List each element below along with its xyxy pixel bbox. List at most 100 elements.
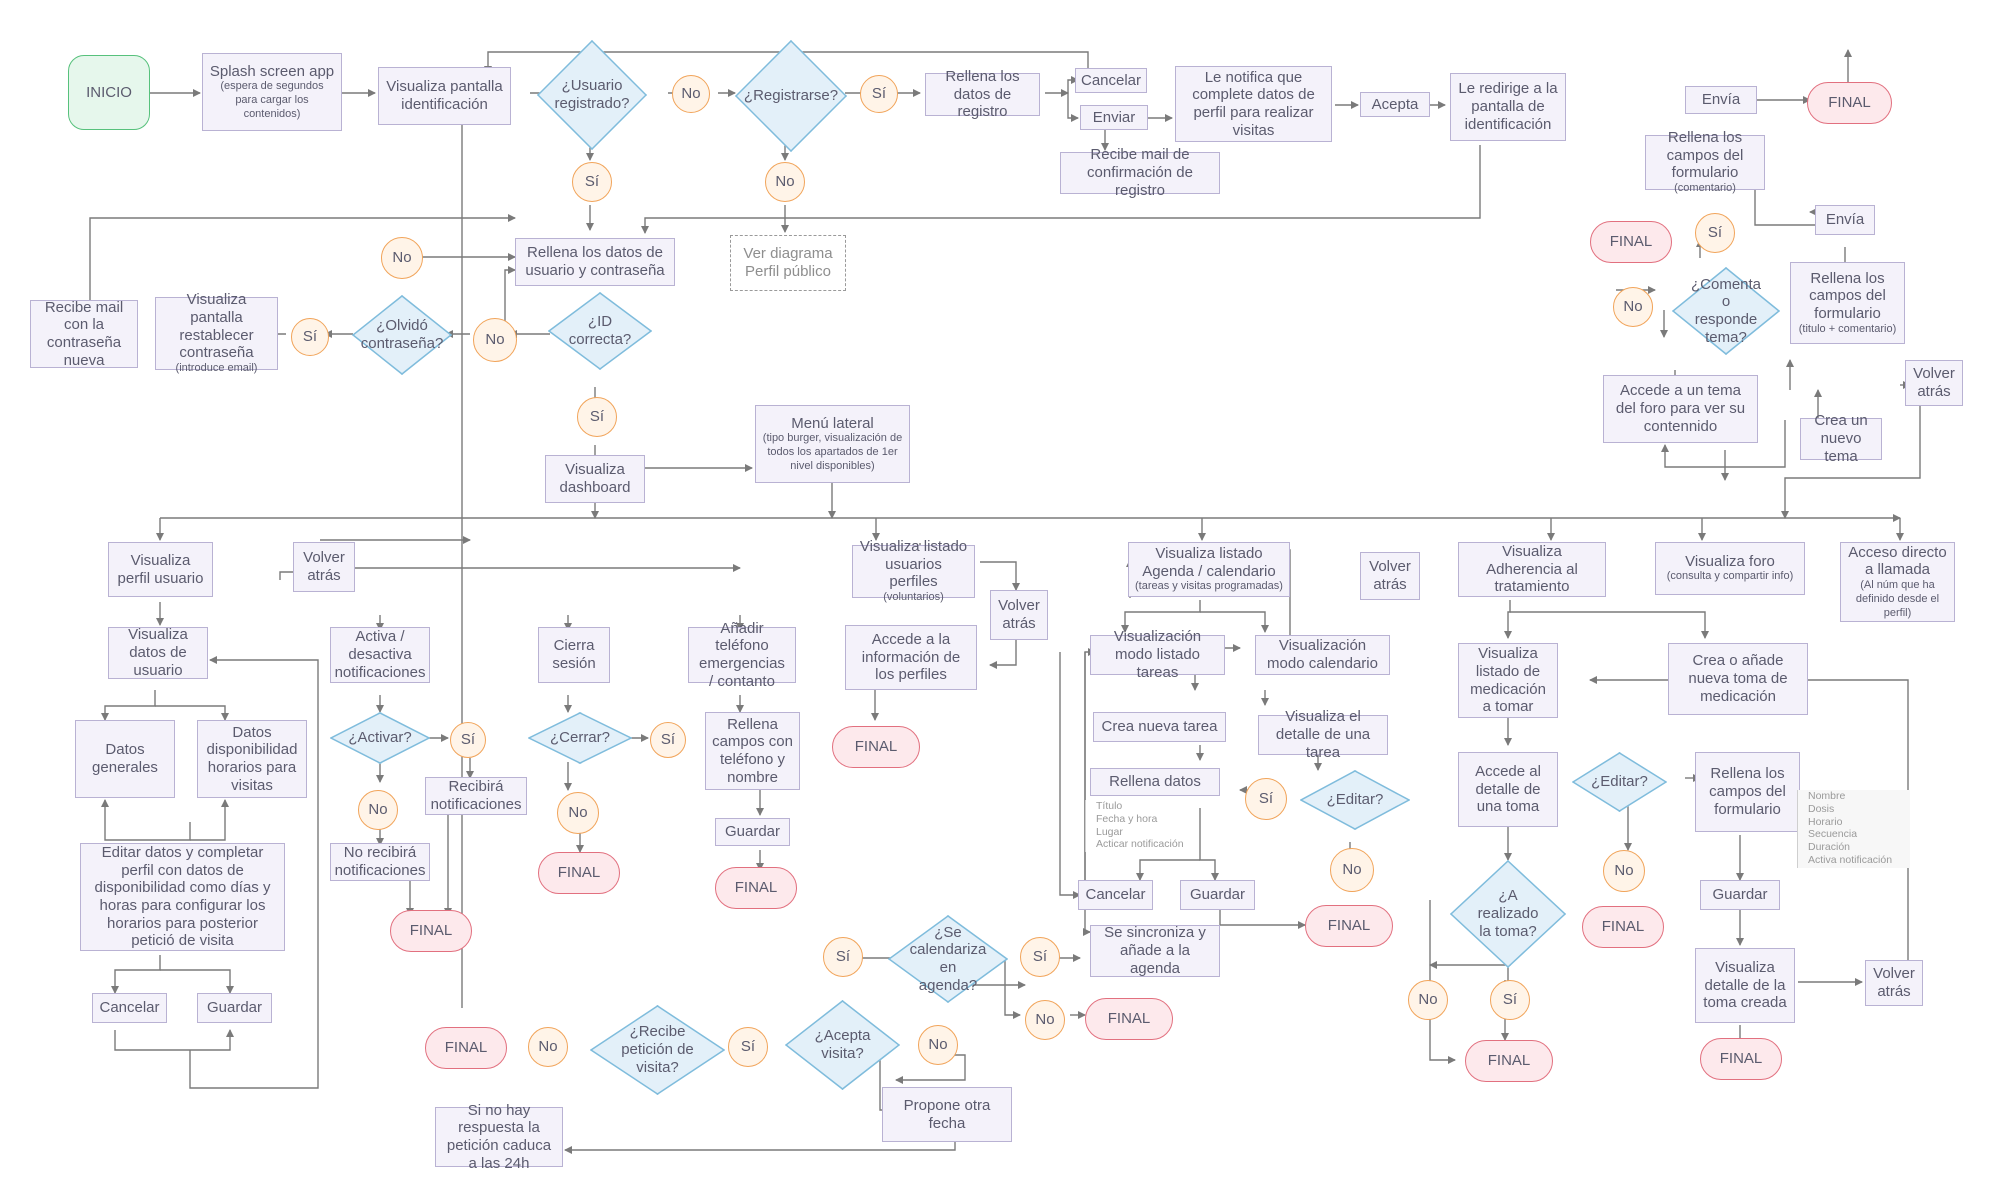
node-cancelar-top[interactable]: Cancelar xyxy=(1075,68,1147,93)
node-agenda-subtitle: (tareas y visitas programadas) xyxy=(1135,580,1283,593)
node-enviar-top[interactable]: Enviar xyxy=(1080,105,1148,130)
node-cancelar-perfil[interactable]: Cancelar xyxy=(92,993,167,1023)
node-q-toma-label: ¿A realizado la toma? xyxy=(1477,887,1539,940)
node-restablecer-title: Visualiza pantalla restablecer contraseñ… xyxy=(179,291,254,362)
node-splash: Splash screen app(espera de segundos par… xyxy=(202,53,342,131)
node-envia-foro[interactable]: Envía xyxy=(1815,205,1875,235)
node-rellena-com: Rellena los campos del formulario(coment… xyxy=(1645,129,1765,194)
node-final-foro: FINAL xyxy=(1807,82,1892,124)
node-inicio[interactable]: INICIO xyxy=(68,55,150,130)
node-llamada: Acceso directo a llamada(Al núm que ha d… xyxy=(1840,542,1955,622)
node-llamada-title: Acceso directo a llamada xyxy=(1848,543,1947,579)
node-listado-med-label: Visualiza listado de medicación a tomar xyxy=(1470,645,1546,716)
node-rellena-form-label: Rellena los campos del formulario xyxy=(1709,765,1786,818)
node-cancelar-t-label: Cancelar xyxy=(1085,886,1146,904)
node-caduca: Si no hay respuesta la petición caduca a… xyxy=(435,1102,563,1172)
node-no-comenta: No xyxy=(1613,287,1653,327)
node-crea-tema-label: Crea un nuevo tema xyxy=(1814,412,1868,465)
node-q-editar-t: ¿Editar? xyxy=(1300,770,1410,830)
node-cancelar-t[interactable]: Cancelar xyxy=(1078,880,1153,910)
node-si-editar-t-label: Sí xyxy=(1258,790,1274,808)
node-usuarios-title: Visualiza listado usuarios perfiles xyxy=(859,538,968,591)
node-guardar-m[interactable]: Guardar xyxy=(1700,880,1780,910)
node-guardar-m-label: Guardar xyxy=(1712,886,1768,904)
node-datos-generales: Datos generales xyxy=(75,720,175,798)
node-final-t-label: FINAL xyxy=(1327,917,1371,935)
node-cancelar-perfil-label: Cancelar xyxy=(99,999,160,1017)
node-volver-agenda-label: Volver atrás xyxy=(1369,558,1411,593)
node-note-med: Nombre Dosis Horario Secuencia Duración … xyxy=(1797,790,1910,868)
node-detalle-tarea: Visualiza el detalle de una tarea xyxy=(1258,708,1388,761)
node-q-olvido-label: ¿Olvidó contraseña? xyxy=(360,317,444,352)
node-menu: Menú lateral(tipo burger, visualización … xyxy=(755,405,910,483)
node-no-reg-label: No xyxy=(681,85,701,103)
node-volver-usuarios[interactable]: Volver atrás xyxy=(990,590,1048,640)
node-perfil-label: Visualiza perfil usuario xyxy=(117,551,204,587)
node-si-activar: Sí xyxy=(450,722,486,758)
node-acepta[interactable]: Acepta xyxy=(1360,92,1430,117)
node-q-cerrar: ¿Cerrar? xyxy=(528,712,632,764)
node-accede-toma: Accede al detalle de una toma xyxy=(1458,752,1558,827)
node-final-tel-label: FINAL xyxy=(734,879,778,897)
node-rellena-foro-title: Rellena los campos del formulario xyxy=(1809,269,1886,322)
node-si-registrarse: Sí xyxy=(860,75,898,113)
node-sincroniza: Se sincroniza y añade a la agenda xyxy=(1090,924,1220,977)
node-guardar-t[interactable]: Guardar xyxy=(1180,880,1255,910)
node-volver-med[interactable]: Volver atrás xyxy=(1865,960,1923,1006)
node-guardar-tel-label: Guardar xyxy=(724,823,781,841)
node-q-acepta: ¿Acepta visita? xyxy=(785,1000,900,1090)
node-dashboard: Visualiza dashboard xyxy=(545,455,645,503)
node-splash-title: Splash screen app xyxy=(209,62,335,80)
node-no-recibe-label: No xyxy=(538,1038,558,1056)
node-mail-pass-label: Recibe mail con la contraseña nueva xyxy=(44,298,124,369)
node-activa-notif-label: Activa / desactiva notificaciones xyxy=(334,628,426,681)
node-volver-perfil[interactable]: Volver atrás xyxy=(293,542,355,592)
node-no-cerrar: No xyxy=(557,792,599,834)
node-rellena-tel: Rellena campos con teléfono y nombre xyxy=(705,712,800,790)
node-telefono-label: Añadir teléfono emergencias / contanto xyxy=(699,619,785,690)
node-editar-datos-label: Editar datos y completar perfil con dato… xyxy=(94,843,271,950)
node-no-comenta-label: No xyxy=(1623,298,1643,316)
node-crea-tarea-label: Crea nueva tarea xyxy=(1101,718,1218,736)
node-si-olvido-label: Sí xyxy=(302,328,318,346)
node-menu-subtitle: (tipo burger, visualización de todos los… xyxy=(762,432,903,472)
node-q-activar: ¿Activar? xyxy=(330,712,430,764)
node-agenda: Visualiza listado Agenda / calendario(ta… xyxy=(1128,542,1290,597)
node-rellena-login-label: Rellena los datos de usuario y contraseñ… xyxy=(525,244,665,279)
node-si-toma: Sí xyxy=(1490,980,1530,1020)
node-guardar-tel[interactable]: Guardar xyxy=(715,818,790,846)
node-guardar-perfil[interactable]: Guardar xyxy=(197,993,272,1023)
node-modo-cal-label: Visualización modo calendario xyxy=(1267,637,1378,672)
node-envia-com-label: Envía xyxy=(1701,91,1741,109)
node-si-reg: Sí xyxy=(572,162,612,202)
node-cierra: Cierra sesión xyxy=(538,627,610,683)
node-si-activar-label: Sí xyxy=(460,731,476,749)
node-q-calendariza-label: ¿Se calendariza en agenda? xyxy=(909,923,987,994)
node-no-olvido: No xyxy=(473,318,517,362)
node-final-notif-label: FINAL xyxy=(409,922,453,940)
node-no-editar-m-label: No xyxy=(1614,862,1634,880)
node-no-recibe: No xyxy=(528,1027,568,1067)
node-envia-com[interactable]: Envía xyxy=(1685,86,1757,114)
node-crea-toma-label: Crea o añade nueva toma de medicación xyxy=(1688,652,1788,705)
node-final-cal-label: FINAL xyxy=(1107,1010,1151,1028)
node-volver-foro-label: Volver atrás xyxy=(1913,365,1955,400)
node-q-editar-m-label: ¿Editar? xyxy=(1591,773,1648,791)
node-datos-usuario-label: Visualiza datos de usuario xyxy=(128,626,188,679)
node-editar-datos: Editar datos y completar perfil con dato… xyxy=(80,843,285,951)
node-final-recibe-label: FINAL xyxy=(444,1039,488,1057)
node-si-editar-t: Sí xyxy=(1245,778,1287,820)
node-crea-tarea: Crea nueva tarea xyxy=(1093,712,1226,742)
node-final-toma: FINAL xyxy=(1465,1040,1553,1082)
node-telefono: Añadir teléfono emergencias / contanto xyxy=(688,620,796,690)
node-no-editar-t-label: No xyxy=(1342,861,1362,879)
node-perfil: Visualiza perfil usuario xyxy=(108,542,213,597)
node-adherencia: Visualiza Adherencia al tratamiento xyxy=(1458,542,1606,597)
node-volver-agenda[interactable]: Volver atrás xyxy=(1360,552,1420,600)
node-final-comenta: FINAL xyxy=(1590,221,1672,263)
node-cancelar-top-label: Cancelar xyxy=(1080,71,1142,89)
node-volver-foro[interactable]: Volver atrás xyxy=(1905,360,1963,406)
node-rellena-com-subtitle: (comentario) xyxy=(1674,182,1736,195)
node-llamada-subtitle: (Al núm que ha definido desde el perfil) xyxy=(1855,579,1940,619)
node-enviar-top-label: Enviar xyxy=(1092,108,1136,126)
